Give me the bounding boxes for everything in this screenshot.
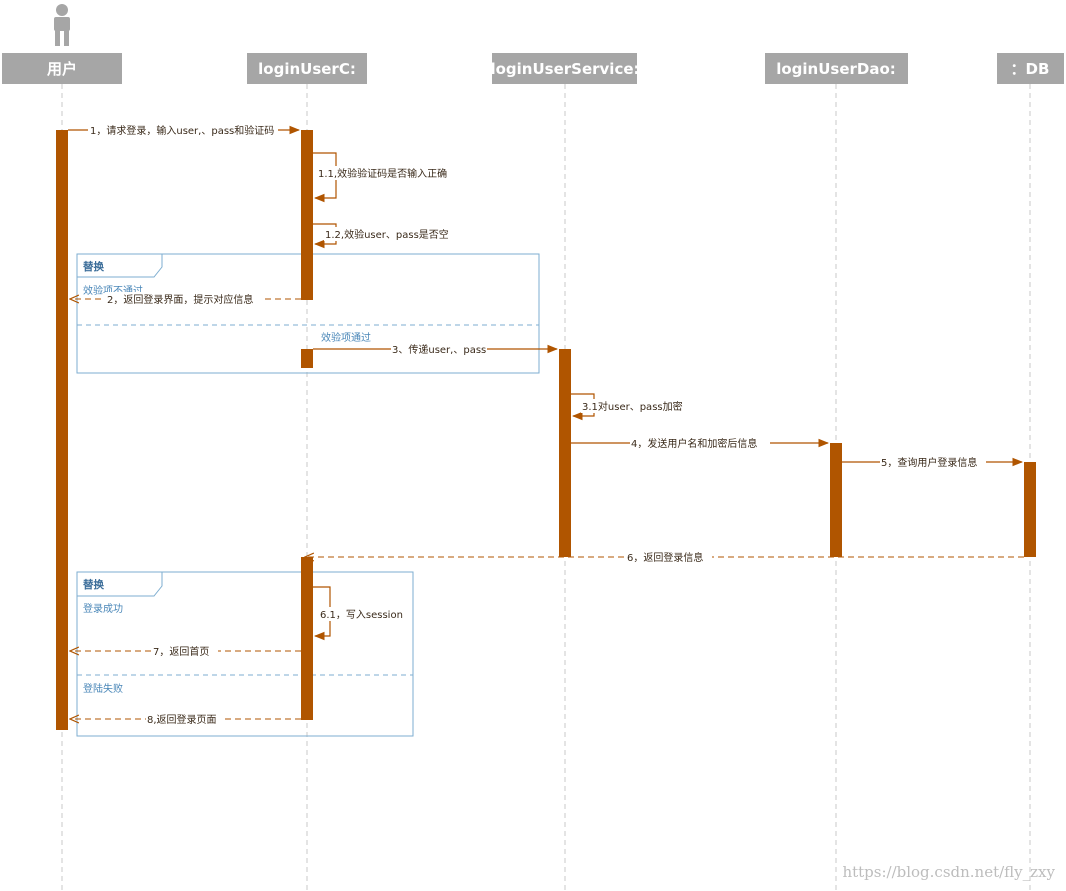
message-6-1-label: 6.1，写入session — [320, 609, 403, 621]
activation-db — [1024, 462, 1036, 557]
activation-controller-1 — [301, 130, 313, 300]
header-controller: loginUserC: — [247, 53, 367, 84]
fragment-title: 替换 — [83, 260, 104, 273]
message-1-2: 1.2,效验user、pass是否空 — [313, 223, 449, 249]
header-service: loginUserService: — [490, 53, 640, 84]
header-db: ：DB — [997, 53, 1064, 84]
message-5: 5，查询用户登录信息 — [842, 455, 1024, 469]
message-1-1-label: 1.1,效验验证码是否输入正确 — [318, 167, 447, 180]
lifeline-headers: 用户 loginUserC: loginUserService: loginUs… — [2, 53, 1064, 84]
message-2: 2，返回登录界面，提示对应信息 — [70, 292, 301, 306]
message-3-label: 3、传递user,、pass — [392, 343, 486, 356]
activation-controller-3 — [301, 557, 313, 720]
message-8-label: 8,返回登录页面 — [147, 713, 217, 726]
message-1: 1，请求登录，输入user,、pass和验证码 — [68, 123, 301, 137]
header-user: 用户 — [2, 53, 122, 84]
activation-service — [559, 349, 571, 557]
fragment-alt-validation: 替换 效验项不通过 效验项通过 — [76, 253, 540, 374]
message-3: 3、传递user,、pass — [313, 342, 559, 356]
header-service-label: loginUserService: — [490, 60, 639, 78]
header-dao-label: loginUserDao: — [776, 60, 896, 78]
message-1-1: 1.1,效验验证码是否输入正确 — [313, 152, 455, 203]
message-5-label: 5，查询用户登录信息 — [881, 456, 977, 469]
watermark: https://blog.csdn.net/fly_zxy — [842, 863, 1055, 881]
activation-bars — [56, 130, 1036, 730]
message-4-label: 4，发送用户名和加密后信息 — [631, 437, 757, 450]
lifelines — [61, 84, 1031, 891]
activation-controller-2 — [301, 349, 313, 368]
header-dao: loginUserDao: — [765, 53, 908, 84]
fragment-title: 替换 — [83, 578, 104, 591]
person-icon — [54, 4, 70, 46]
message-8: 8,返回登录页面 — [70, 712, 301, 726]
activation-user — [56, 130, 68, 730]
message-6: 6，返回登录信息 — [305, 550, 1024, 564]
message-3-1: 3.1对user、pass加密 — [571, 393, 683, 421]
header-controller-label: loginUserC: — [258, 60, 356, 78]
fragment-condition-fail: 登陆失败 — [83, 682, 123, 695]
messages: 1，请求登录，输入user,、pass和验证码 1.1,效验验证码是否输入正确 … — [68, 123, 1024, 726]
message-1-2-label: 1.2,效验user、pass是否空 — [325, 228, 449, 241]
message-2-label: 2，返回登录界面，提示对应信息 — [107, 293, 253, 306]
message-7-label: 7，返回首页 — [153, 645, 209, 658]
message-6-1: 6.1，写入session — [313, 586, 405, 641]
message-4: 4，发送用户名和加密后信息 — [571, 436, 830, 450]
header-db-label: ：DB — [1011, 60, 1050, 78]
message-7: 7，返回首页 — [70, 644, 301, 658]
message-1-label: 1，请求登录，输入user,、pass和验证码 — [90, 124, 274, 137]
fragment-alt-login-result: 替换 登录成功 登陆失败 — [76, 571, 414, 737]
activation-dao — [830, 443, 842, 557]
header-user-label: 用户 — [47, 60, 77, 78]
fragment-condition-pass: 效验项通过 — [321, 331, 371, 344]
fragment-condition-success: 登录成功 — [83, 602, 123, 615]
message-3-1-label: 3.1对user、pass加密 — [582, 400, 683, 413]
message-6-label: 6，返回登录信息 — [627, 551, 703, 564]
